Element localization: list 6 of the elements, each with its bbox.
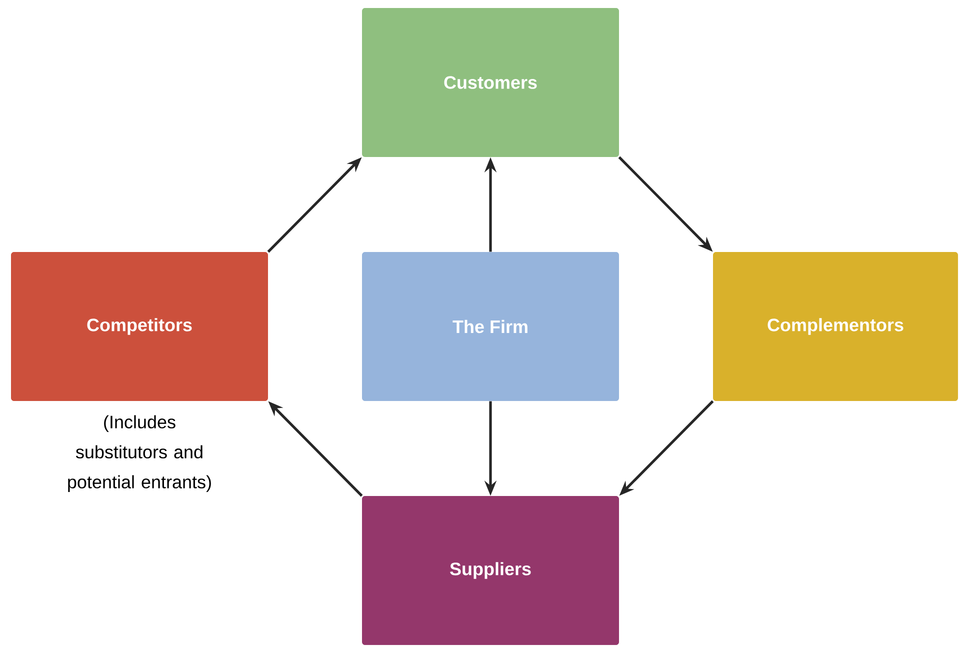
process-box: The Firm (362, 252, 619, 401)
process-box: Suppliers (362, 496, 619, 645)
note-text: (Includes substitutors and potential entrants) (68, 415, 211, 492)
process-box: Complementors (713, 252, 958, 401)
process-box: Customers (362, 8, 619, 157)
process-box: Competitors (11, 252, 268, 401)
